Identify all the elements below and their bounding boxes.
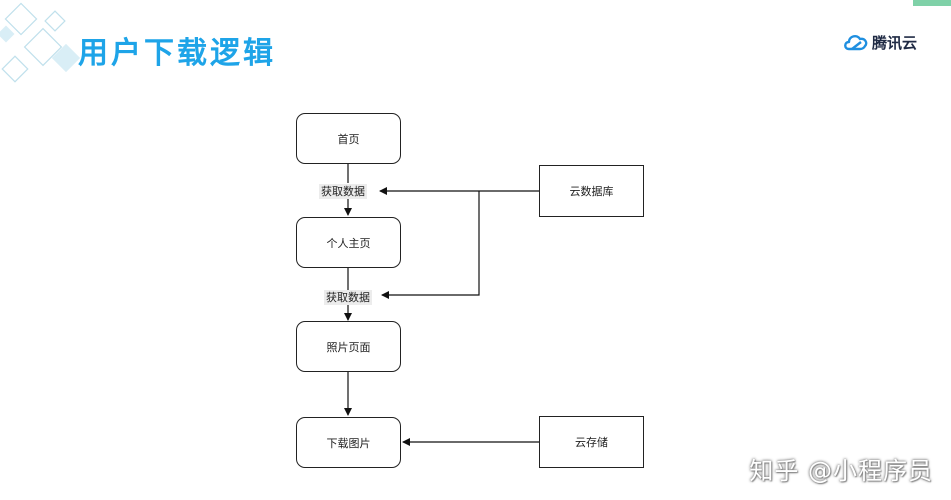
node-profile[interactable]: 个人主页 — [296, 217, 401, 268]
logo-text: 腾讯云 — [872, 33, 918, 52]
edge-label-fetch-1: 获取数据 — [319, 184, 367, 199]
decorative-diamonds — [0, 2, 81, 83]
node-cloud-storage[interactable]: 云存储 — [539, 416, 644, 468]
node-cloud-db[interactable]: 云数据库 — [539, 165, 644, 217]
node-home[interactable]: 首页 — [296, 113, 401, 164]
page-title: 用户下载逻辑 — [78, 36, 276, 71]
cloud-icon — [844, 34, 868, 51]
node-download[interactable]: 下载图片 — [296, 417, 401, 468]
edge-db-to-fetch2 — [381, 191, 480, 299]
edge-label-fetch-2: 获取数据 — [324, 290, 372, 305]
tencent-cloud-logo: 腾讯云 — [842, 30, 917, 54]
node-photo-page[interactable]: 照片页面 — [296, 321, 401, 372]
zhihu-watermark: 知乎 @小程序员 — [749, 457, 933, 485]
corner-accent-bar — [913, 0, 951, 6]
